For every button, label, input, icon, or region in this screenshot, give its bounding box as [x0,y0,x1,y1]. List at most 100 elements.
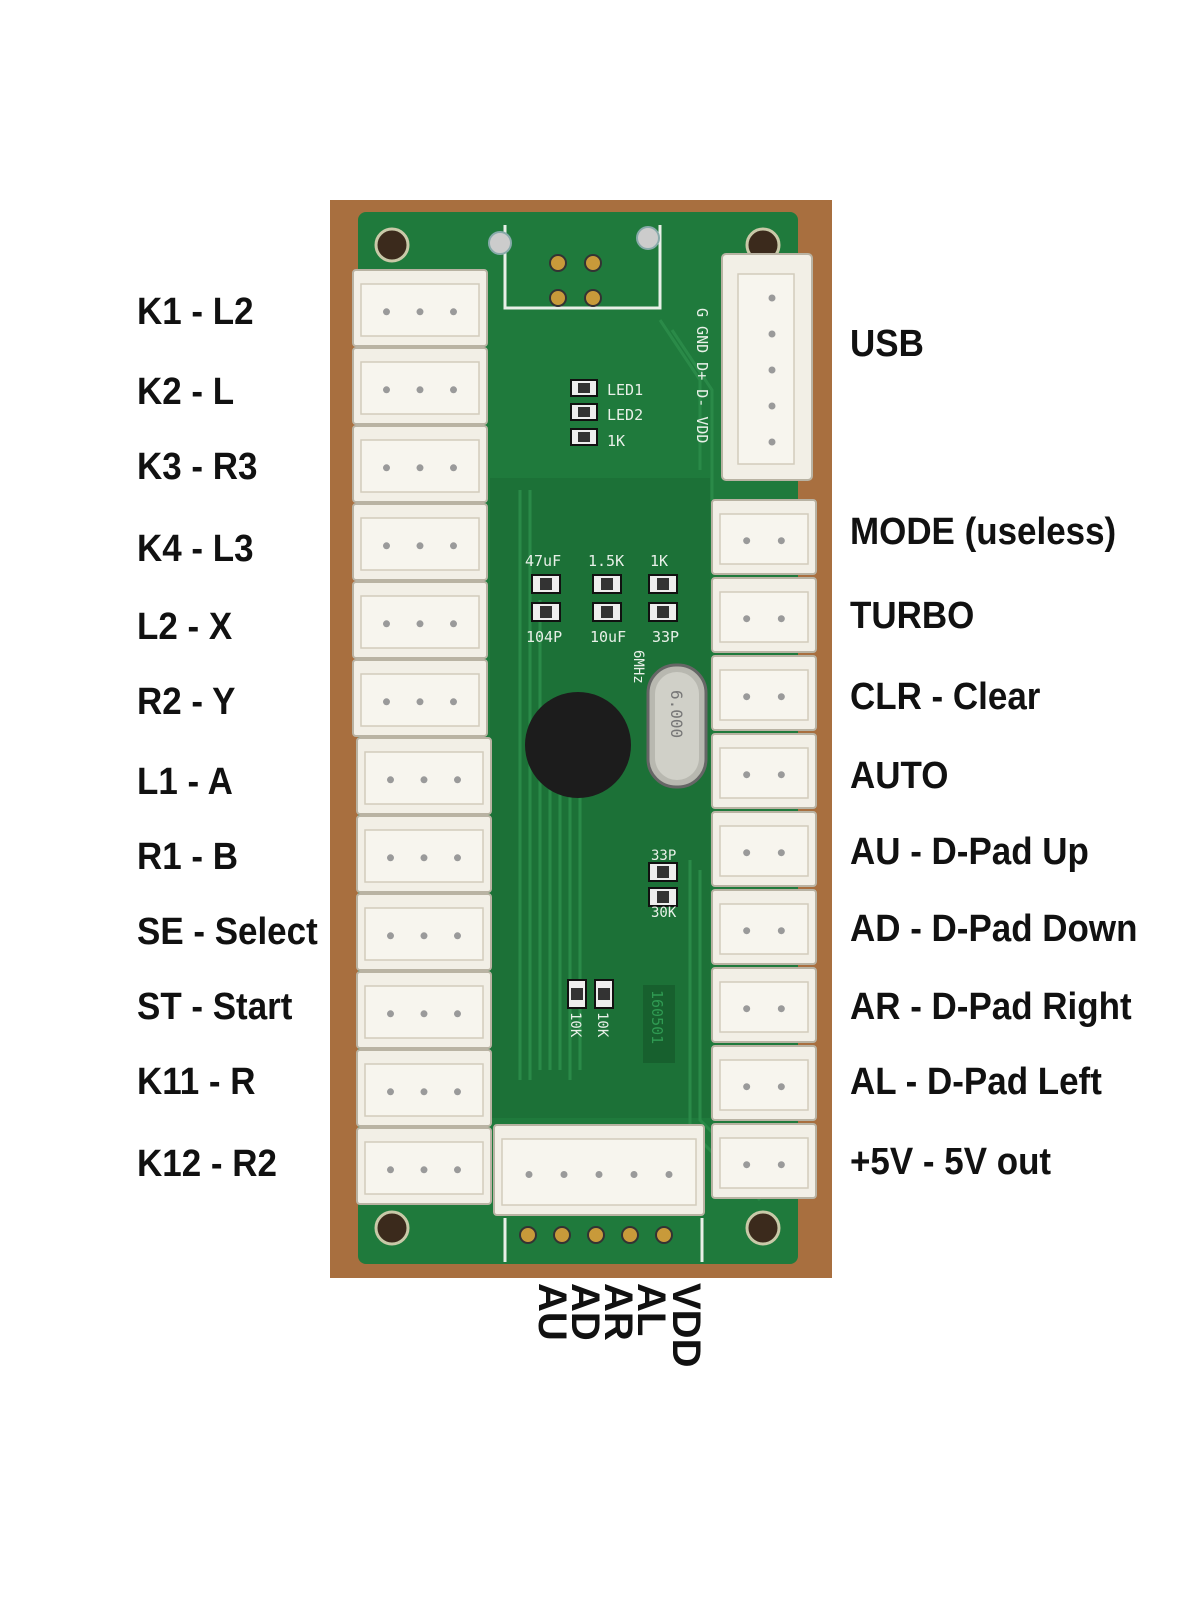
top-pad [488,231,512,255]
connector-pin [743,615,751,623]
silk-10k-a: 10K [567,1012,583,1038]
left-pin-label: K4 - L3 [137,528,254,570]
silk-10k-b: 10K [594,1012,610,1038]
left-pin-label: ST - Start [137,986,293,1028]
silk-1k-top: 1K [607,432,625,450]
connector-pin [383,542,390,550]
smd-body [578,407,590,417]
connector-pin [454,932,461,940]
left-pin-label: SE - Select [137,911,318,953]
right-connector-inner [719,513,809,565]
connector-pin [420,1088,428,1096]
connector-pin [777,1161,785,1169]
smd-body [601,578,613,590]
connector-pin [743,1005,751,1013]
connector-pin [743,771,751,779]
connector-pin [450,698,457,706]
connector-pin [420,1166,428,1174]
left-pin-label: L2 - X [137,606,233,648]
smd-body [540,578,552,590]
connector-pin [416,542,424,550]
connector-pin [777,1005,785,1013]
connector-pin [777,771,785,779]
connector-pin [595,1171,603,1178]
bottom-pad [621,1226,639,1244]
connector-pin [387,1166,394,1174]
pcb-trace [658,319,702,470]
right-pin-label: AD - D-Pad Down [850,908,1138,950]
smd-body [601,606,613,618]
connector-pin [777,1083,785,1091]
connector-pin [450,542,457,550]
epoxy-chip [525,692,631,798]
connector-pin [450,386,457,394]
smd-body [578,432,590,442]
connector-pin [387,932,394,940]
via-pad [549,254,567,272]
connector-pin [416,698,424,706]
connector-pin [387,854,394,862]
connector-pin [416,386,424,394]
connector-pin [743,927,751,935]
connector-pin [383,308,390,316]
connector-pin [743,1161,751,1169]
connector-pin [416,308,424,316]
silk-1-5k: 1.5K [588,552,624,570]
connector-pin [768,330,776,338]
via-pad [549,289,567,307]
smd-body [657,606,669,618]
smd-body [571,988,583,1000]
right-connector-inner [719,903,809,955]
right-pin-label: AU - D-Pad Up [850,831,1089,873]
connector-pin [387,776,394,784]
silk-crystal-text: 6.000 [667,690,686,738]
left-pin-label: K2 - L [137,371,235,413]
pcb-trace [670,329,714,500]
silk-led2: LED2 [607,406,643,424]
connector-pin [743,693,751,701]
connector-pin [777,849,785,857]
right-connector-inner [719,1137,809,1189]
bottom-pin-label: VDD [664,1283,708,1368]
connector-pin [743,849,751,857]
right-pin-label: AUTO [850,755,949,797]
silk-6mhz: 6MHz [630,650,646,684]
connector-pin [454,1010,461,1018]
connector-pin [777,693,785,701]
right-connector-inner [719,981,809,1033]
connector-pin [450,308,457,316]
smd-body [598,988,610,1000]
left-connector-inner [360,595,480,649]
bottom-pad [587,1226,605,1244]
bottom-pad [519,1226,537,1244]
connector-pin [454,854,461,862]
silk-104p: 104P [526,628,562,646]
left-pin-label: K11 - R [137,1061,256,1103]
connector-pin [768,438,776,446]
left-pin-label: K3 - R3 [137,446,258,488]
left-pin-label: R2 - Y [137,681,236,723]
connector-pin [387,1010,394,1018]
connector-pin [525,1171,533,1178]
right-connector-inner [719,1059,809,1111]
right-pin-label: USB [850,323,924,365]
bottom-pad [655,1226,673,1244]
connector-pin [450,464,457,472]
crystal-top [655,672,699,780]
silk-33p-2: 33P [651,848,676,864]
connector-pin [383,698,390,706]
right-connector-inner [719,825,809,877]
smd-body [657,578,669,590]
silk-47uf: 47uF [525,552,561,570]
silkscreen-outline [503,1218,704,1262]
right-connector-inner [719,747,809,799]
mounting-hole [374,1210,410,1246]
silk-30k: 30K [651,905,677,921]
connector-pin [383,464,390,472]
connector-pin [777,927,785,935]
right-connector-inner [719,591,809,643]
left-pin-label: K12 - R2 [137,1143,277,1185]
right-pin-label: TURBO [850,595,975,637]
connector-pin [768,402,776,410]
connector-pin [454,1166,461,1174]
